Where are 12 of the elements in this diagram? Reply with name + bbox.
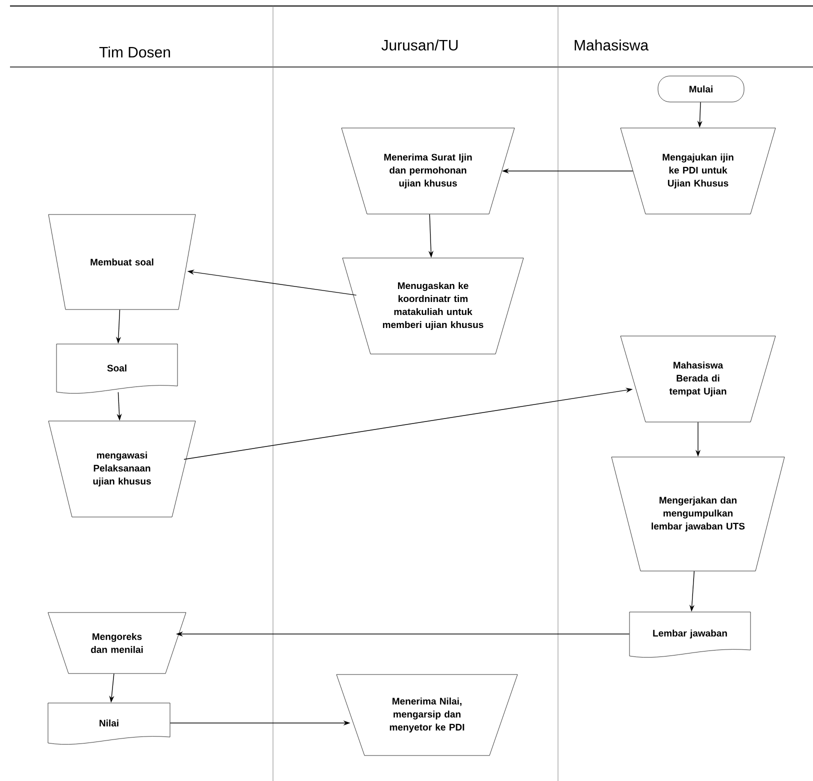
process-trapezoid: Menerima Nilai, mengarsip dan menyetor ke PDI <box>336 674 518 756</box>
process-trapezoid: Mengoreks dan menilai <box>48 612 186 674</box>
process-trapezoid: Mahasiswa Berada di tempat Ujian <box>620 336 776 422</box>
process-trapezoid: mengawasi Pelaksanaan ujian khusus <box>48 420 196 518</box>
lane-header: Tim Dosen <box>99 46 170 58</box>
process-trapezoid: Menugaskan ke koordninatr tim matakuliah untuk memberi ujian khusus <box>342 258 524 354</box>
process-trapezoid: Mengajukan ijin ke PDI untuk Ujian Khusus <box>620 128 776 214</box>
lane-header: Mahasiswa <box>574 40 649 50</box>
process-trapezoid: Membuat soal <box>48 214 196 310</box>
process-trapezoid: Menerima Surat Ijin dan permohonan ujian khusus <box>341 128 515 214</box>
lane-header: Jurusan/TU <box>381 40 458 50</box>
process-trapezoid: Mengerjakan dan mengumpulkan lembar jawaban UTS <box>611 456 785 572</box>
